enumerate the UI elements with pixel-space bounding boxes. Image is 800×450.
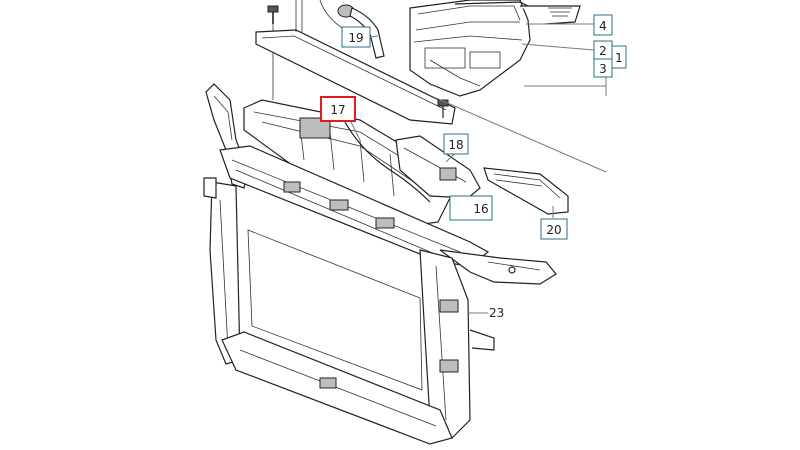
callout-20-text: 20 — [546, 223, 561, 237]
callout-3-text: 3 — [599, 62, 607, 76]
callout-17[interactable]: 17 — [320, 96, 356, 122]
callout-3[interactable]: 3 — [593, 58, 613, 78]
callout-1-text: 1 — [615, 51, 623, 65]
seal-strip — [483, 167, 569, 215]
callout-16[interactable]: 16 — [449, 195, 493, 221]
callout-17-text: 17 — [330, 103, 345, 117]
callout-2[interactable]: 2 — [593, 40, 613, 60]
callout-4-text: 4 — [599, 19, 607, 33]
callout-16-text: 16 — [473, 202, 488, 216]
top-bolt — [267, 5, 279, 24]
air-intake-duct — [243, 99, 451, 227]
callout-18[interactable]: 18 — [443, 133, 469, 155]
front-carrier-frame — [203, 83, 557, 445]
callout-2-text: 2 — [599, 44, 607, 58]
callout-1[interactable]: 1 — [611, 45, 627, 69]
callout-20[interactable]: 20 — [540, 218, 568, 240]
callout-23[interactable]: 23 — [489, 306, 504, 320]
callout-19-text: 19 — [348, 31, 363, 45]
callout-4[interactable]: 4 — [593, 14, 613, 36]
callout-23-text: 23 — [489, 306, 504, 320]
air-filter-housing — [409, 0, 581, 97]
callout-19[interactable]: 19 — [341, 26, 371, 48]
callout-18-text: 18 — [448, 138, 463, 152]
hose-clamp — [337, 4, 385, 59]
duct-side-piece — [395, 135, 481, 199]
